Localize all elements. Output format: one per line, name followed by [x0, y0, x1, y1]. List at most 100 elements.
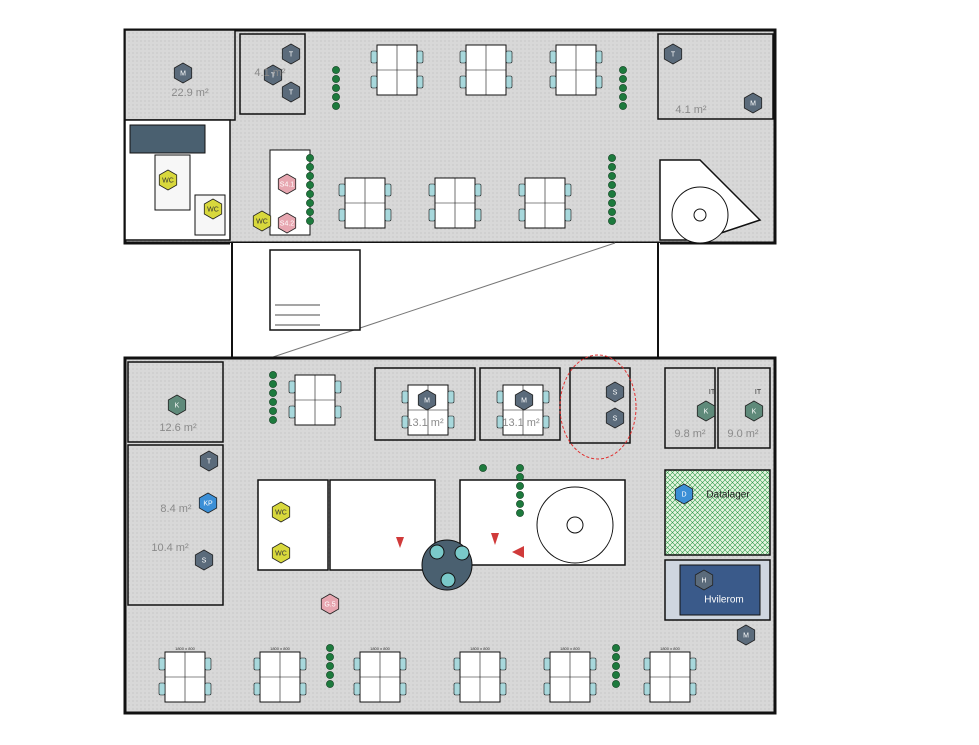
desk-cluster — [370, 44, 424, 96]
chair — [370, 50, 378, 64]
hex-label-15: S — [194, 549, 214, 571]
plant — [516, 491, 524, 499]
plant — [326, 671, 334, 679]
plant — [269, 407, 277, 415]
chair — [543, 657, 551, 671]
chair — [474, 183, 482, 197]
chair — [505, 50, 513, 64]
chair — [428, 183, 436, 197]
hex-label-text: S — [613, 389, 618, 396]
chair — [158, 682, 166, 696]
chair — [353, 657, 361, 671]
chair — [564, 183, 572, 197]
hex-label-25: G.5 — [320, 593, 340, 615]
hex-label-text: S4.2 — [280, 220, 295, 227]
chair — [299, 682, 307, 696]
plant — [608, 190, 616, 198]
area-label: 9.0 m² — [727, 428, 759, 440]
desk-cluster — [549, 44, 603, 96]
chair — [334, 380, 342, 394]
highlight-ellipse — [559, 354, 637, 460]
plant — [516, 500, 524, 508]
chair — [518, 208, 526, 222]
area-label: 4.1 m² — [675, 104, 707, 116]
chair — [549, 50, 557, 64]
hex-label-22: D — [674, 483, 694, 505]
desk-cluster — [428, 177, 482, 229]
area-label: 9.8 m² — [674, 428, 706, 440]
desk-cluster: 1800 x 800 — [643, 646, 697, 703]
hex-label-7: WC — [158, 169, 178, 191]
desk-size-label: 1800 x 800 — [370, 646, 391, 651]
plant — [608, 208, 616, 216]
plant — [332, 84, 340, 92]
chair — [453, 682, 461, 696]
plant — [612, 680, 620, 688]
chair — [589, 657, 597, 671]
hex-label-13: T — [199, 450, 219, 472]
chair — [338, 208, 346, 222]
chair — [204, 657, 212, 671]
area-label: 4.1 m² — [254, 67, 286, 79]
upper-floor — [123, 28, 777, 245]
hex-label-text: WC — [256, 218, 268, 225]
plant — [612, 644, 620, 652]
plant — [516, 482, 524, 490]
chair — [338, 183, 346, 197]
hex-label-text: WC — [275, 550, 287, 557]
plant — [306, 181, 314, 189]
plant-rows — [269, 66, 627, 688]
hex-label-text: S — [202, 557, 207, 564]
chair — [416, 50, 424, 64]
hex-label-20: K — [696, 400, 716, 422]
plant — [608, 154, 616, 162]
desk-clusters: 1800 x 800 1800 x 800 1800 x 800 1800 x 800… — [158, 44, 697, 703]
desk-cluster — [288, 374, 342, 426]
desk-cluster — [459, 44, 513, 96]
chair — [549, 75, 557, 89]
hex-label-3: T — [263, 64, 283, 86]
chair — [595, 50, 603, 64]
chair — [447, 390, 455, 404]
chair — [689, 682, 697, 696]
area-label: 10.4 m² — [151, 542, 189, 554]
chair — [543, 682, 551, 696]
plant — [306, 208, 314, 216]
hex-label-19: S — [605, 407, 625, 429]
desk-cluster: 1800 x 800 — [158, 646, 212, 703]
plant — [608, 199, 616, 207]
desk-size-label: 1800 x 800 — [270, 646, 291, 651]
desk-size-label: 1800 x 800 — [560, 646, 581, 651]
hex-label-4: T — [281, 81, 301, 103]
plant — [269, 380, 277, 388]
chair — [353, 682, 361, 696]
plant — [608, 217, 616, 225]
chair — [589, 682, 597, 696]
hex-label-text: M — [424, 397, 430, 404]
hex-label-11: S4.2 — [277, 212, 297, 234]
plant — [269, 398, 277, 406]
plant — [326, 644, 334, 652]
hex-label-text: S — [613, 415, 618, 422]
plant — [516, 509, 524, 517]
chair — [288, 380, 296, 394]
chair — [370, 75, 378, 89]
hex-label-text: D — [681, 491, 686, 498]
plant — [608, 181, 616, 189]
hex-label-text: WC — [162, 177, 174, 184]
plant — [612, 653, 620, 661]
chair — [299, 657, 307, 671]
plant — [516, 473, 524, 481]
chair — [518, 183, 526, 197]
plant — [332, 93, 340, 101]
hex-label-5: T — [663, 43, 683, 65]
plant — [306, 190, 314, 198]
chair — [253, 682, 261, 696]
hex-label-text: T — [271, 72, 276, 79]
chair — [542, 390, 550, 404]
hex-label-1: M — [173, 62, 193, 84]
hex-label-12: K — [167, 394, 187, 416]
plant — [326, 662, 334, 670]
hex-label-17: M — [514, 389, 534, 411]
it-label-2: IT — [755, 389, 762, 396]
